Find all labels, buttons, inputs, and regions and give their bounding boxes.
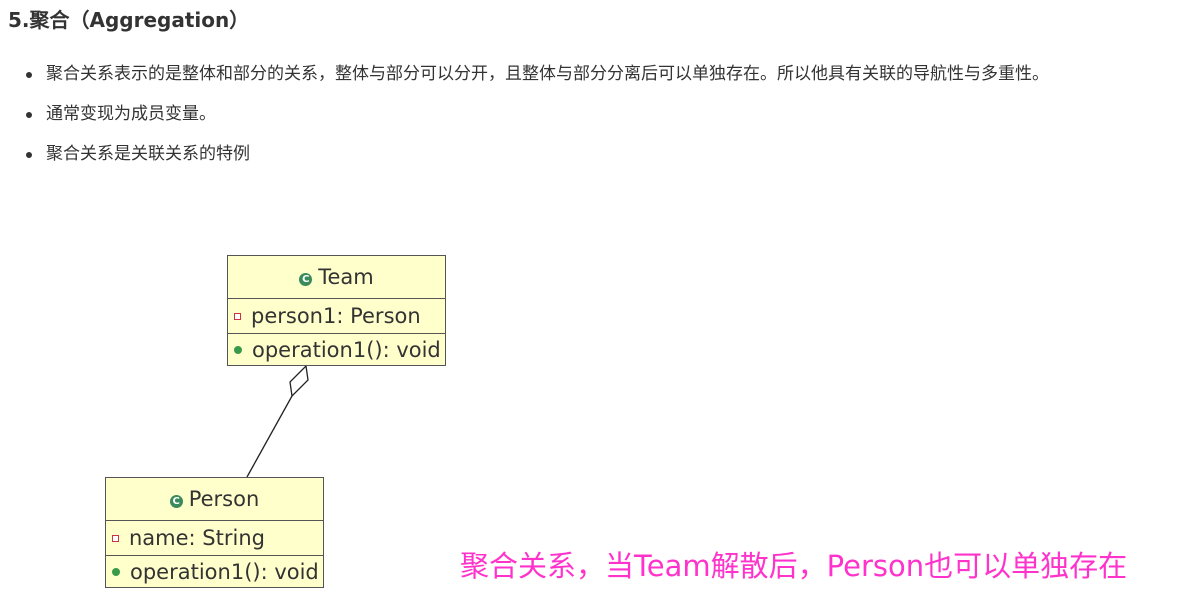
class-attribute-row: name: String: [106, 521, 323, 556]
bullet-dot-icon: [26, 152, 32, 158]
class-attribute: name: String: [129, 526, 265, 550]
class-icon: C: [169, 495, 183, 508]
private-field-icon: [234, 312, 241, 320]
bullet-text: 聚合关系表示的是整体和部分的关系，整体与部分可以分开，且整体与部分分离后可以单独…: [46, 64, 1049, 84]
class-name: Team: [318, 265, 374, 289]
bullet-text: 聚合关系是关联关系的特例: [46, 144, 250, 164]
class-operation-row: operation1(): void: [106, 556, 323, 588]
class-name-row: C Team: [228, 256, 445, 299]
class-operation-row: operation1(): void: [228, 334, 445, 366]
bullet-item: 通常变现为成员变量。: [24, 100, 1184, 128]
section-heading: 5.聚合（Aggregation）: [8, 8, 250, 32]
uml-class-person: C Person name: String operation1(): void: [105, 477, 324, 588]
uml-class-team: C Team person1: Person operation1(): void: [227, 255, 446, 366]
bullet-item: 聚合关系表示的是整体和部分的关系，整体与部分可以分开，且整体与部分分离后可以单独…: [24, 60, 1184, 88]
bullet-item: 聚合关系是关联关系的特例: [24, 140, 1184, 168]
annotation-text: 聚合关系，当Team解散后，Person也可以单独存在: [460, 549, 1128, 583]
bullet-dot-icon: [26, 72, 32, 78]
public-method-icon: [112, 568, 120, 576]
class-name: Person: [188, 487, 260, 511]
bullet-list: 聚合关系表示的是整体和部分的关系，整体与部分可以分开，且整体与部分分离后可以单独…: [24, 60, 1184, 180]
class-attribute: person1: Person: [251, 304, 421, 328]
class-attribute-row: person1: Person: [228, 299, 445, 334]
bullet-dot-icon: [26, 112, 32, 118]
class-operation: operation1(): void: [252, 338, 441, 362]
aggregation-line: [246, 395, 293, 478]
private-field-icon: [112, 534, 119, 542]
class-name-row: C Person: [106, 478, 323, 521]
bullet-text: 通常变现为成员变量。: [46, 104, 216, 124]
aggregation-diamond-icon: [289, 364, 309, 398]
class-icon: C: [299, 273, 313, 286]
public-method-icon: [234, 346, 242, 354]
class-operation: operation1(): void: [130, 560, 319, 584]
